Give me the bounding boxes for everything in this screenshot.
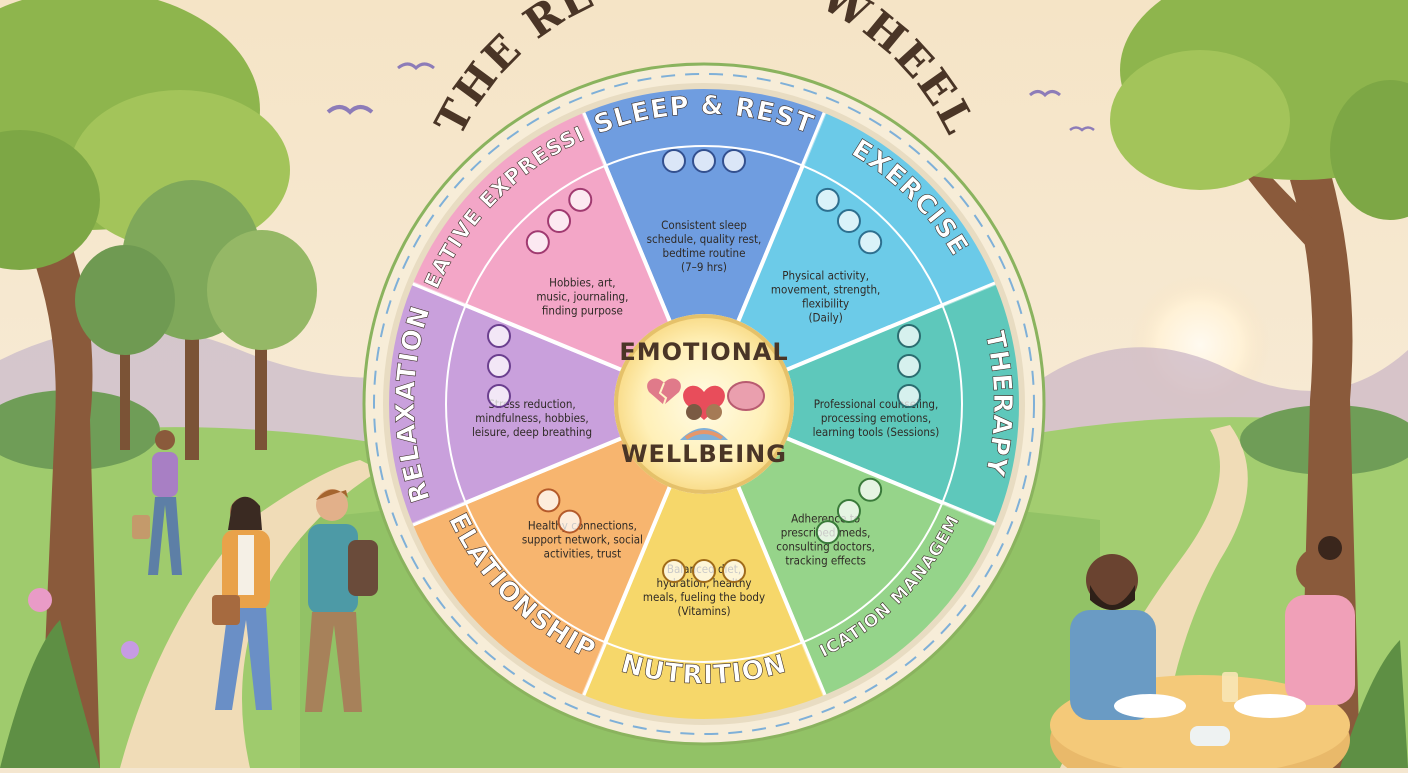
segment-title-therapy: THERAPY	[979, 329, 1017, 480]
center-hub: EMOTIONAL WELLBEING	[614, 314, 794, 494]
dining-couple-icon	[1050, 536, 1355, 773]
palette-icon	[525, 230, 550, 255]
brain-icon	[727, 381, 765, 411]
fish-icon	[692, 559, 716, 583]
camera-icon	[547, 209, 572, 234]
hands-heart-icon	[536, 488, 561, 513]
segment-desc-relationships: Healthy connections,support network, soc…	[522, 519, 643, 561]
background-trees-icon	[75, 180, 317, 460]
center-label-wellbeing: WELLBEING	[621, 440, 787, 468]
music-note-icon	[568, 187, 593, 212]
speech-bubble-icon	[897, 384, 921, 408]
book-icon	[487, 354, 511, 378]
bird-icon	[1029, 90, 1061, 98]
flower-icon	[121, 641, 139, 659]
capsule-icon	[836, 498, 861, 523]
segment-desc-relaxation: Stress reduction,mindfulness, hobbies,le…	[472, 397, 592, 439]
segment-desc-creative: Hobbies, art,music, journaling,finding p…	[536, 275, 628, 317]
bicycle-icon	[858, 230, 883, 255]
wheel-rim	[383, 83, 1025, 725]
runner-icon	[815, 187, 840, 212]
moon-icon	[692, 149, 716, 173]
flower-icon	[28, 588, 52, 612]
segment-desc-exercise: Physical activity,movement, strength,fle…	[771, 268, 880, 324]
bird-icon	[1069, 126, 1095, 132]
center-label-emotional: EMOTIONAL	[619, 338, 788, 366]
brain-icon	[897, 324, 921, 348]
broken-heart-icon	[647, 378, 681, 405]
salad-bowl-icon	[722, 559, 746, 583]
bird-icon	[326, 105, 374, 115]
meditation-icon	[487, 384, 511, 408]
family-hug-icon	[557, 509, 582, 534]
caduceus-icon	[815, 520, 840, 545]
walking-couple-icon	[212, 489, 378, 712]
bed-icon	[662, 149, 686, 173]
walking-woman-icon	[132, 430, 182, 575]
nut-icon	[662, 559, 686, 583]
bathtub-icon	[487, 324, 511, 348]
segment-desc-therapy: Professional counseling,processing emoti…	[813, 397, 940, 439]
pill-bottle-icon	[858, 477, 883, 502]
counseling-icon	[897, 354, 921, 378]
hug-icon	[680, 404, 728, 440]
segment-title-nutrition: NUTRITION	[618, 649, 790, 691]
bird-icon	[397, 62, 435, 71]
stars-icon	[722, 149, 746, 173]
heart-icon	[683, 385, 725, 420]
dumbbell-icon	[836, 209, 861, 234]
